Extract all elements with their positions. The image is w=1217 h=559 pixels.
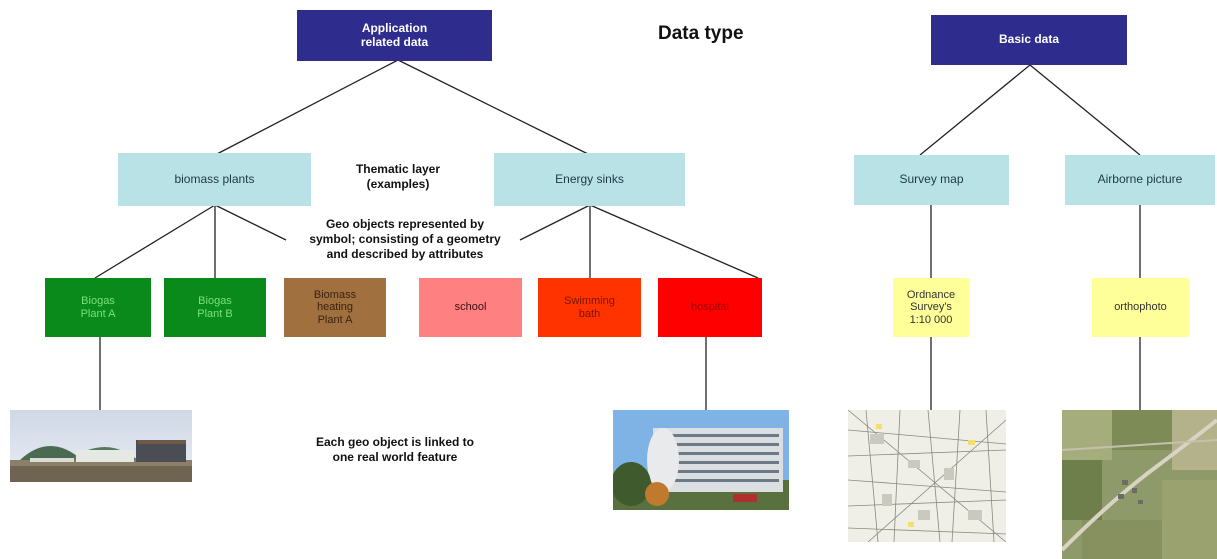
basic-group-survey-map: Survey map [854, 155, 1009, 205]
hospital-photo [613, 410, 789, 510]
application-root-box: Application related data [297, 10, 492, 61]
leaf-ordnance-survey: Ordnance Survey's 1:10 000 [893, 278, 969, 337]
leaf-hospital: hospital [658, 278, 762, 337]
leaf-orthophoto: orthophoto [1092, 278, 1189, 337]
leaf-swimming-bath: Swimming bath [538, 278, 641, 337]
leaf-biomass-heating-plant-a: Biomass heating Plant A [284, 278, 386, 337]
basic-data-root-box: Basic data [931, 15, 1127, 65]
leaf-school: school [419, 278, 522, 337]
leaf-biogas-plant-b: Biogas Plant B [164, 278, 266, 337]
basic-group-airborne-picture: Airborne picture [1065, 155, 1215, 205]
thematic-group-energy-sinks: Energy sinks [494, 153, 685, 206]
biogas-plant-photo [10, 410, 192, 482]
leaf-biogas-plant-a: Biogas Plant A [45, 278, 151, 337]
orthophoto-image [1062, 410, 1217, 559]
thematic-group-biomass-plants: biomass plants [118, 153, 311, 206]
thematic-layer-note: Thematic layer (examples) [355, 162, 441, 191]
real-world-feature-note: Each geo object is linked to one real wo… [315, 435, 475, 464]
geo-objects-note: Geo objects represented by symbol; consi… [309, 217, 501, 261]
diagram-title: Data type [658, 23, 744, 44]
survey-map-image [848, 410, 1006, 542]
